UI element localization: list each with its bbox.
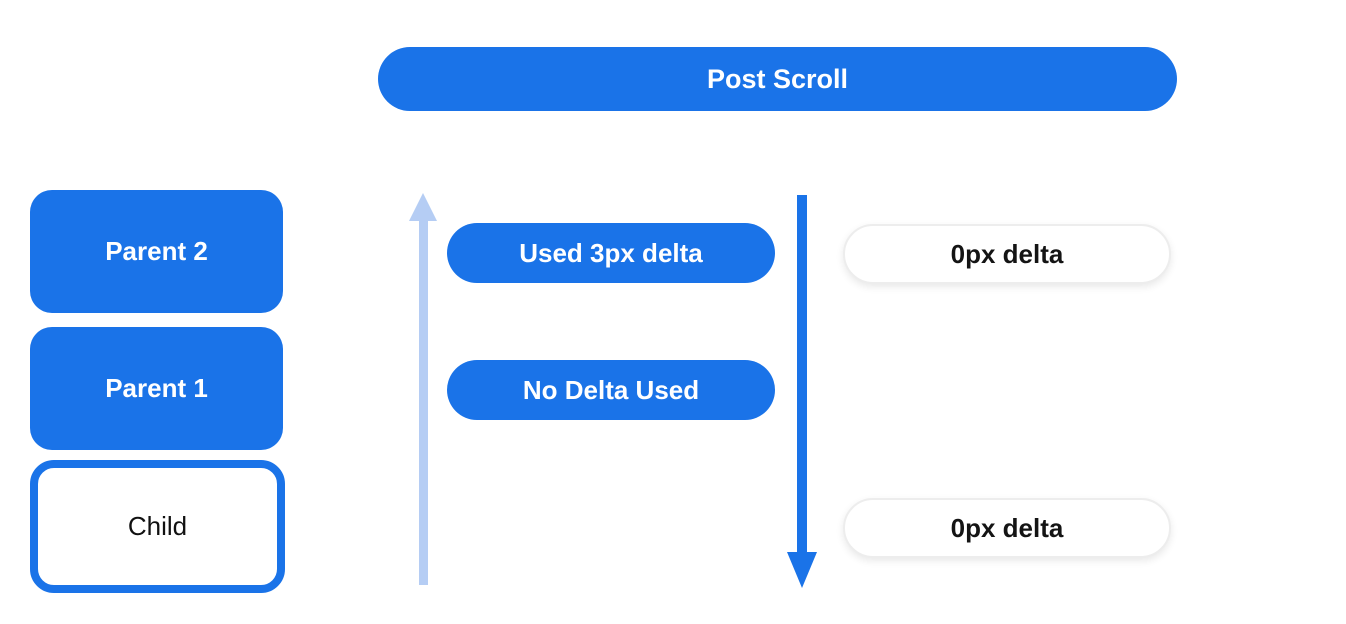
up-arrow-icon: [409, 193, 437, 585]
parent2-box: Parent 2: [30, 190, 283, 313]
down-arrowhead: [787, 552, 817, 588]
child-box: Child: [30, 460, 285, 593]
down-arrow-icon: [787, 195, 817, 588]
post-scroll-header: Post Scroll: [378, 47, 1177, 111]
up-arrow-shaft: [418, 219, 428, 585]
zero-delta-top-pill: 0px delta: [843, 224, 1171, 284]
down-arrow-shaft: [797, 195, 807, 552]
zero-delta-bottom-pill: 0px delta: [843, 498, 1171, 558]
parent1-box: Parent 1: [30, 327, 283, 450]
no-delta-pill: No Delta Used: [447, 360, 775, 420]
up-arrowhead: [409, 193, 437, 221]
used-delta-pill: Used 3px delta: [447, 223, 775, 283]
